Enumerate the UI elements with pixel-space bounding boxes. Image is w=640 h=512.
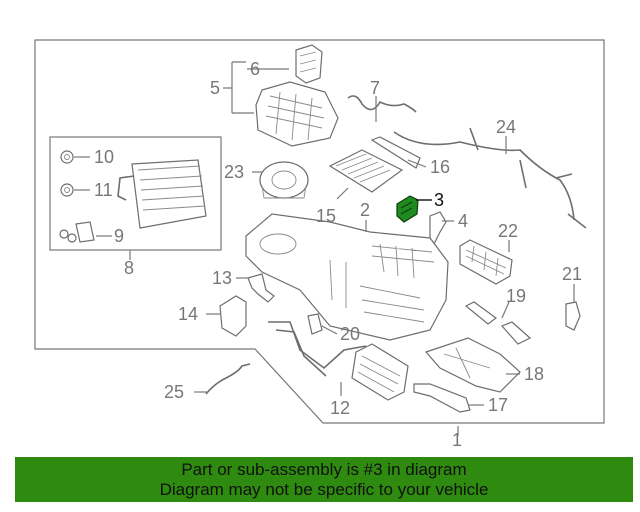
callout-10: 10	[94, 147, 114, 167]
callout-25: 25	[164, 382, 184, 402]
callout-14: 14	[178, 304, 198, 324]
callout-24: 24	[496, 117, 516, 137]
callout-18: 18	[524, 364, 544, 384]
part-4	[429, 211, 447, 246]
callout-17: 17	[488, 395, 508, 415]
callout-21: 21	[562, 264, 582, 284]
part-21	[565, 301, 581, 331]
callout-11: 11	[94, 180, 113, 200]
part-15	[328, 149, 404, 193]
callout-8: 8	[124, 258, 134, 278]
callout-22: 22	[498, 221, 518, 241]
callout-5: 5	[210, 78, 220, 98]
part-25	[205, 363, 251, 395]
info-banner: Part or sub-assembly is #3 in diagram Di…	[15, 457, 633, 502]
callout-6: 6	[250, 59, 260, 79]
callout-13: 13	[212, 268, 232, 288]
part-5	[255, 81, 339, 147]
callout-19: 19	[506, 286, 526, 306]
inset-frame	[49, 136, 222, 251]
part-6	[295, 44, 323, 84]
callout-2: 2	[360, 200, 370, 220]
callout-9: 9	[114, 226, 124, 246]
callout-4: 4	[458, 211, 468, 231]
banner-line-2: Diagram may not be specific to your vehi…	[159, 480, 489, 499]
part-11	[60, 183, 74, 197]
part-23	[259, 161, 309, 199]
part-22	[459, 239, 513, 285]
part-7	[347, 95, 417, 113]
banner-line-1: Part or sub-assembly is #3 in diagram	[181, 460, 467, 479]
part-3-highlighted	[396, 195, 419, 223]
part-9	[59, 221, 95, 243]
part-10	[60, 150, 74, 164]
callout-23: 23	[224, 162, 244, 182]
callout-20: 20	[340, 324, 360, 344]
part-20	[307, 313, 323, 335]
assembly-frame	[34, 39, 605, 424]
part-2	[245, 213, 449, 341]
part-8-evaporator	[117, 159, 207, 229]
part-18	[424, 337, 521, 393]
callout-16: 16	[430, 157, 450, 177]
part-17	[413, 383, 471, 413]
part-12	[268, 321, 409, 401]
part-13	[247, 273, 275, 303]
part-19	[464, 301, 532, 345]
callout-3: 3	[434, 190, 444, 210]
part-14	[219, 295, 247, 337]
callout-7: 7	[370, 78, 380, 98]
callout-12: 12	[330, 398, 350, 418]
parts-diagram: 1 2 3 4 5 6 7 8 9 10 11 12 13 14 15 16 1…	[34, 39, 605, 450]
callout-15: 15	[316, 206, 336, 226]
callout-1: 1	[452, 430, 462, 450]
part-24	[393, 127, 587, 229]
